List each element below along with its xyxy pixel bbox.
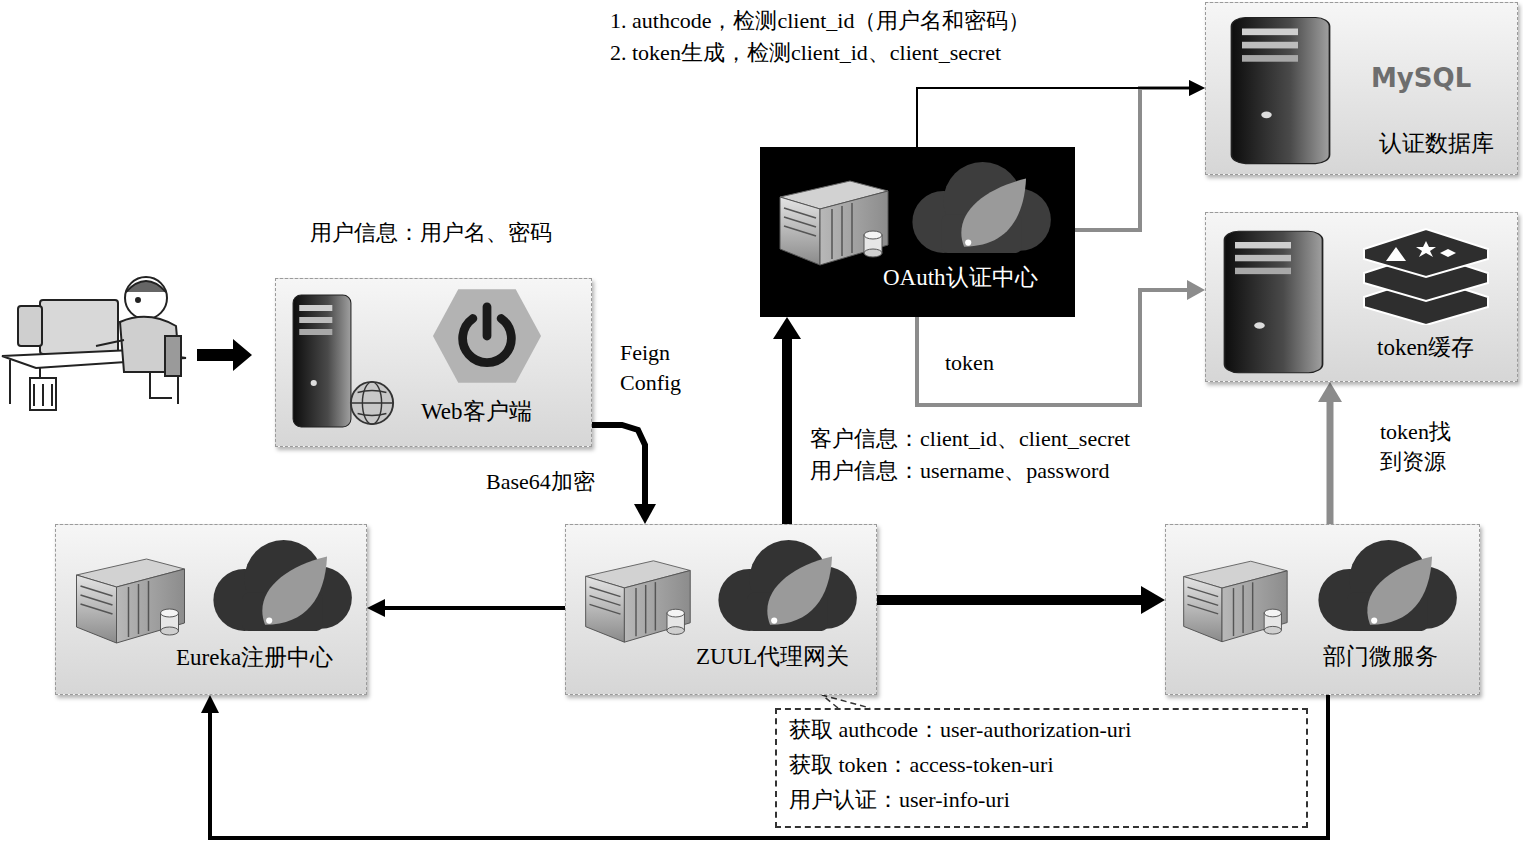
arrowhead [634,504,656,524]
database-box: 认证数据库 MySQL [1205,2,1518,175]
node-label: 获取 authcode：user-authorization-uri [789,712,1131,747]
connector [917,80,1205,147]
cache-box: token缓存 [1205,212,1518,382]
arrowhead [773,317,801,339]
node-label: Web客户端 [421,397,532,427]
note-text: 1. authcode，检测client_id（用户名和密码） [610,6,1030,36]
cloud-icon [912,162,1050,253]
info-label: token找到资源 [1380,417,1470,477]
label-holder: Base64加密 [486,467,595,497]
node-label: 认证数据库 [1379,129,1494,159]
arrowhead [1318,382,1342,402]
label-holder: 1. authcode，检测client_id（用户名和密码） [610,6,1030,36]
gateway-box: ZUUL代理网关 [565,524,877,695]
registry-box: Eureka注册中心 [55,524,367,695]
web-client-box: Web客户端 [275,278,592,447]
rack-icon [77,559,185,643]
label-holder: 客户信息：client_id、client_secret [810,424,1130,454]
label-holder: 用户信息：用户名、密码 [310,218,552,248]
rack-icon [780,181,888,265]
arrowhead [201,695,219,713]
cloud-icon [1318,540,1456,631]
connector [1075,80,1205,230]
connector [822,695,870,708]
config-label: Feign Config [620,338,700,398]
edge-label-holder: token [943,349,996,377]
redis-icon [1364,229,1488,325]
connector [773,317,801,524]
connector [367,599,565,617]
connector-line [210,695,1328,838]
label-holder: 用户信息：username、password [810,456,1109,486]
cloud-icon [213,540,351,631]
arrowhead [1189,80,1205,96]
label-holder: 2. token生成，检测client_id、client_secret [610,38,1001,68]
node-label: token缓存 [1377,333,1474,363]
info-label: 用户信息：用户名、密码 [310,218,552,248]
logo-text: MySQL [1371,63,1471,93]
label-holder: token找到资源 [1380,417,1470,477]
tower-icon [1232,17,1330,163]
encoding-label: Base64加密 [486,467,595,497]
user-arrow [197,339,252,371]
auth-server-box: OAuth认证中心 [760,147,1075,317]
node-label: 部门微服务 [1323,642,1438,672]
arrowhead [1141,586,1165,614]
connector [592,425,656,524]
node-icons [760,147,1075,317]
note-text: 2. token生成，检测client_id、client_secret [610,38,1001,68]
connector [877,586,1165,614]
connector [201,695,1328,838]
connector-line [917,88,1191,147]
connector-line [1327,399,1334,524]
rack-icon [1184,561,1288,642]
tower-icon [293,295,351,427]
arrowhead [1189,80,1205,96]
info-label: 用户信息：username、password [810,456,1109,486]
globe-icon [351,382,393,424]
callout-note: 获取 authcode：user-authorization-uri获取 tok… [775,708,1308,828]
connector-line [782,336,792,524]
cloud-icon [718,540,856,631]
info-label: 客户信息：client_id、client_secret [810,424,1130,454]
user-at-desk [2,277,186,410]
node-label: OAuth认证中心 [883,263,1038,293]
connector-line [822,695,870,708]
label-holder: MySQL [1371,63,1471,93]
arrowhead [1187,280,1205,300]
node-label: 用户认证：user-info-uri [789,782,1010,817]
node-label: ZUUL代理网关 [696,642,849,672]
boot-icon [433,289,541,382]
arrowhead [367,599,385,617]
connector-line [1075,88,1191,230]
node-label: Eureka注册中心 [176,643,333,673]
label-holder: Feign Config [620,338,700,398]
rack-icon [586,561,691,642]
connector [1318,382,1342,524]
node-label: 获取 token：access-token-uri [789,747,1054,782]
connector-line [877,595,1145,605]
microservice-box: 部门微服务 [1165,524,1480,695]
edge-label: token [943,349,996,377]
connector-line [592,425,645,507]
tower-icon [1225,231,1323,372]
connector-line [382,606,565,610]
